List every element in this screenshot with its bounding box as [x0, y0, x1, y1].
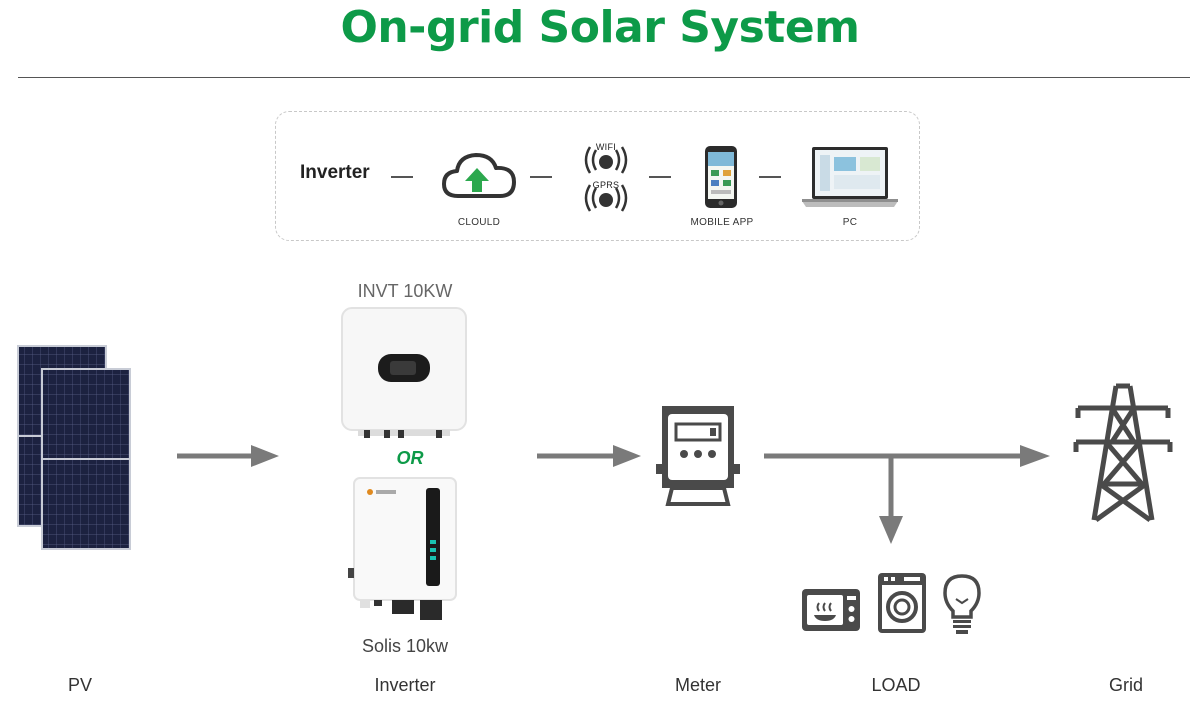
title-divider [18, 77, 1190, 78]
arrow-inverter-to-meter [537, 445, 641, 467]
arrow-to-load [879, 454, 903, 544]
grid-label: Grid [1108, 675, 1143, 695]
cloud-label: CLOULD [457, 217, 501, 228]
solar-panel-icon [17, 345, 131, 550]
monitoring-source-label: Inverter [300, 162, 370, 183]
arrow-meter-to-grid [764, 445, 1050, 467]
pc-label: PC [842, 217, 858, 228]
mobile-app-label: MOBILE APP [690, 217, 754, 228]
wifi-signal-icon [584, 146, 628, 174]
connector-dash [649, 176, 671, 178]
laptop-icon [802, 147, 898, 207]
wifi-label: WIFI [595, 142, 617, 152]
gprs-label: GPRS [592, 180, 620, 190]
inverter-or-separator: OR [396, 448, 424, 468]
invt-inverter-icon [341, 307, 467, 438]
cloud-upload-icon [442, 153, 516, 198]
connector-dash [530, 176, 552, 178]
monitoring-panel [275, 111, 920, 241]
gprs-signal-icon [584, 184, 628, 212]
light-bulb-icon [943, 574, 981, 634]
transmission-tower-icon [1073, 383, 1173, 523]
inverter-label: Inverter [374, 675, 436, 695]
load-label: LOAD [871, 675, 921, 695]
connector-dash [759, 176, 781, 178]
solis-inverter-icon [348, 477, 457, 620]
inverter-bottom-model: Solis 10kw [361, 636, 449, 656]
pv-label: PV [67, 675, 92, 695]
electric-meter-icon [656, 406, 740, 506]
inverter-top-model: INVT 10KW [357, 281, 453, 301]
connector-dash [391, 176, 413, 178]
mobile-phone-icon [705, 146, 737, 208]
page-title: On-grid Solar System [340, 2, 860, 53]
microwave-icon [802, 589, 860, 631]
meter-label: Meter [674, 675, 721, 695]
washing-machine-icon [878, 573, 926, 633]
arrow-pv-to-inverter [177, 445, 279, 467]
